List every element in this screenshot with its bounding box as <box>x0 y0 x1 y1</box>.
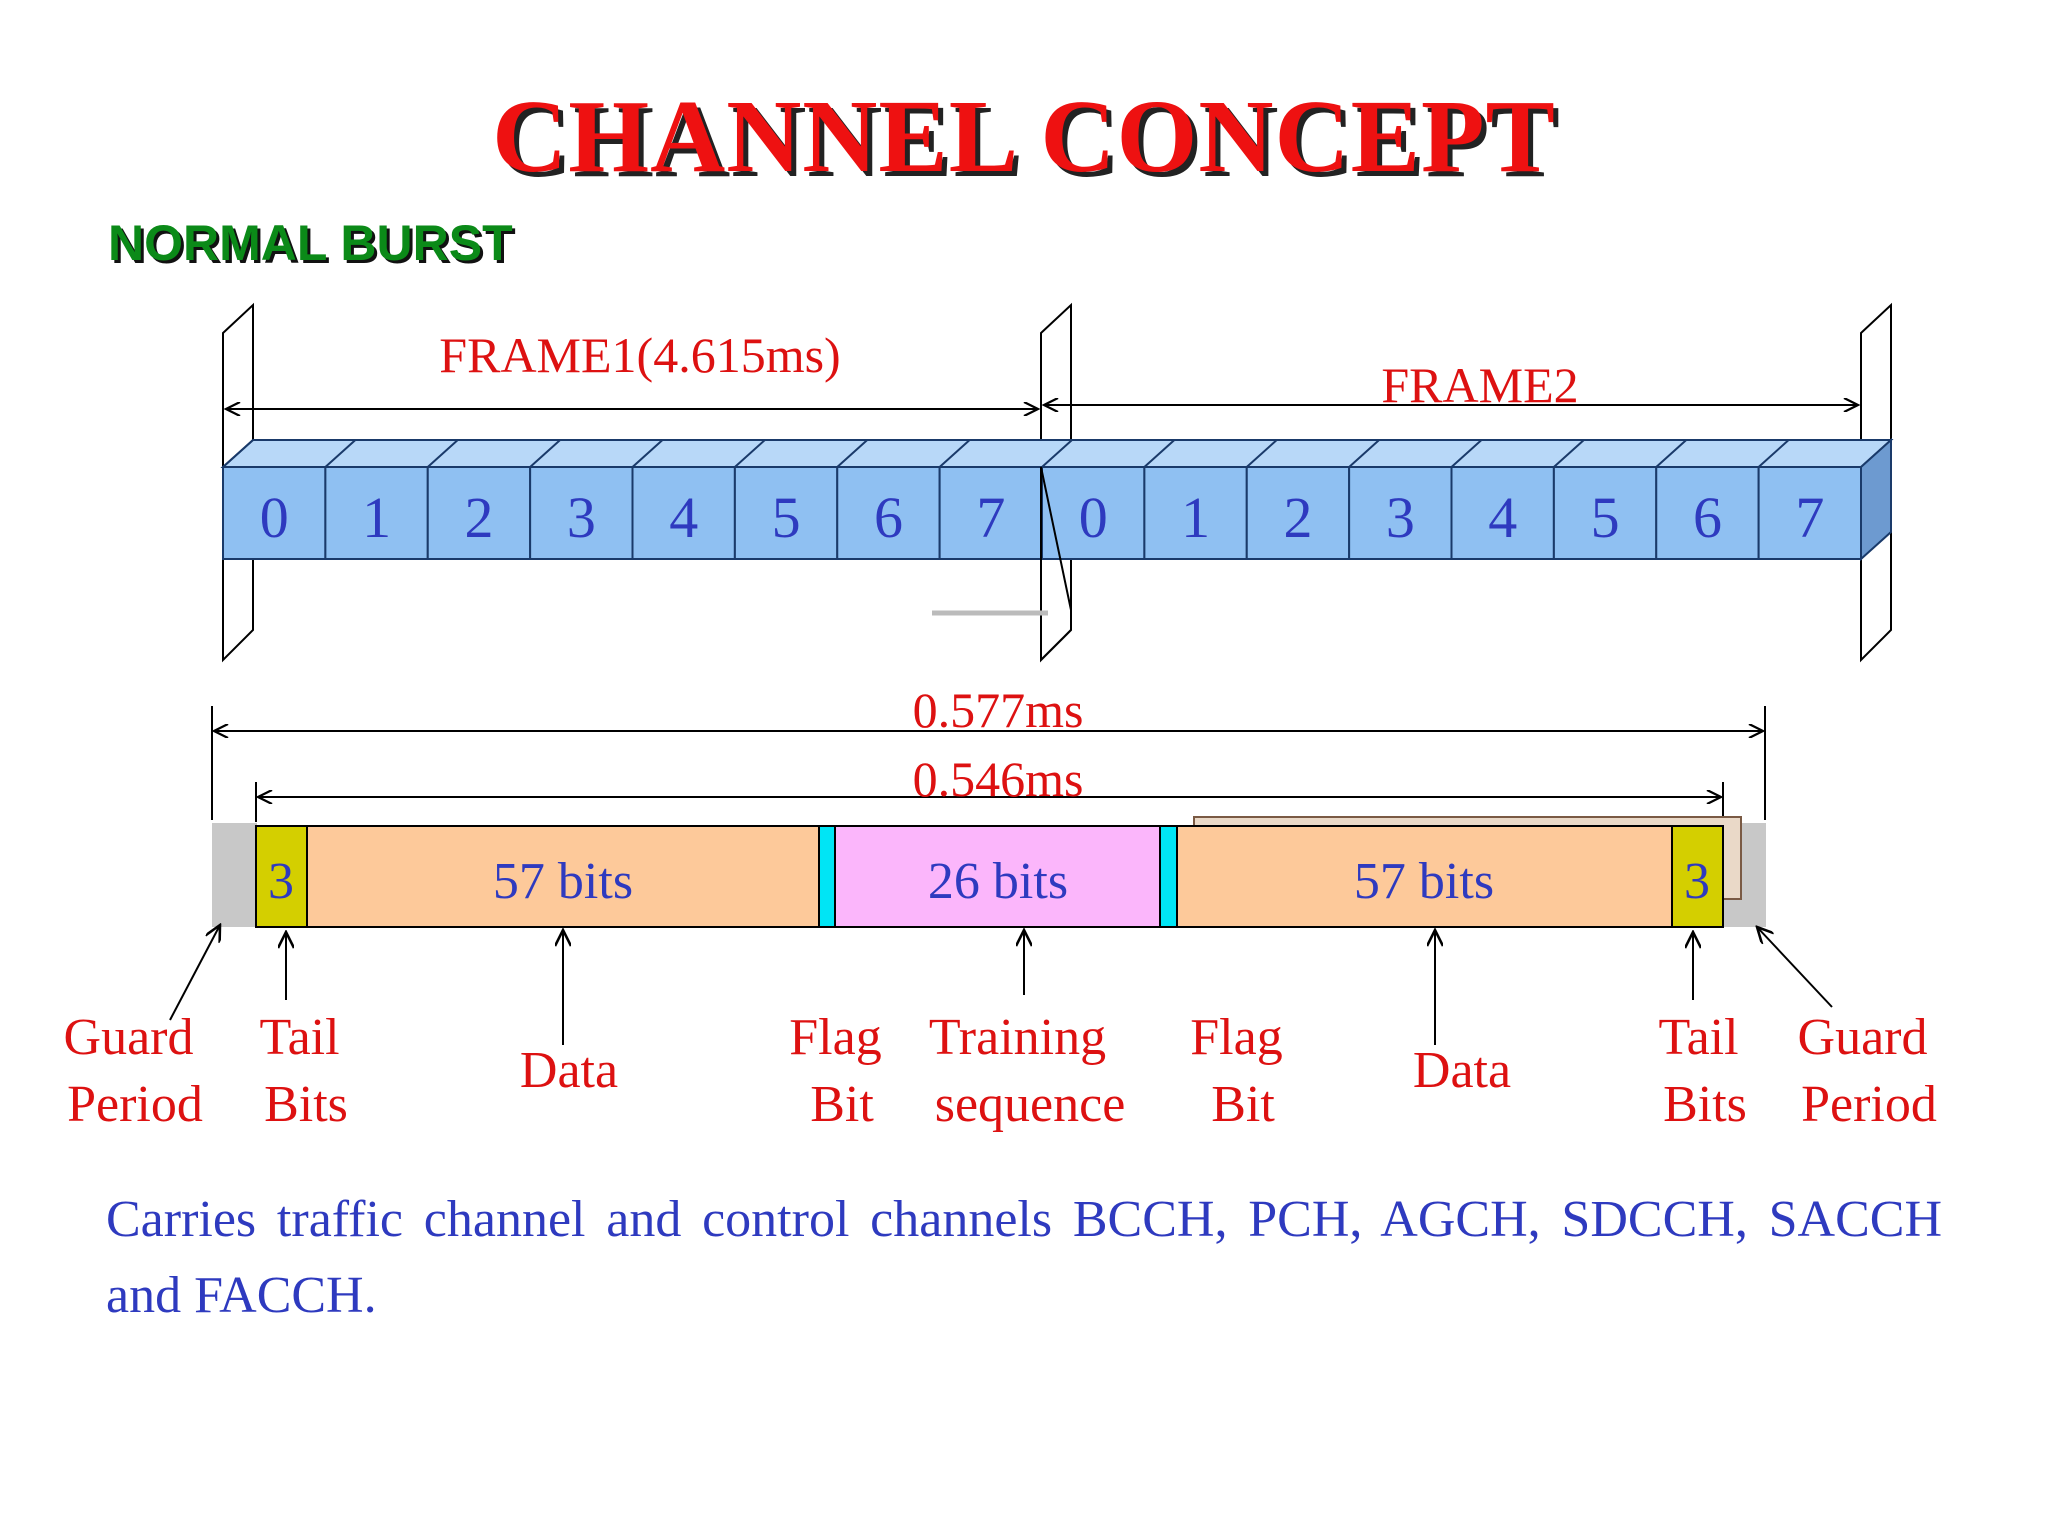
frame-separator-middle-front <box>1040 466 1072 663</box>
slot-frame2-5: 5 <box>1552 439 1658 560</box>
description-text: Carries traffic channel and control chan… <box>106 1191 1942 1324</box>
flag-bit-left-label: Flag Bit <box>789 1009 894 1133</box>
frame2-label: FRAME2 <box>1381 357 1578 413</box>
slot-edge <box>324 439 357 468</box>
slot-box <box>529 466 634 560</box>
slot-box <box>426 466 532 560</box>
data-field-left <box>306 825 820 928</box>
slot-frame2-7: 7 <box>1757 439 1862 560</box>
guard-period-left-label: Guard Period <box>64 1009 207 1133</box>
slot-edge <box>1450 439 1483 468</box>
guard-period-right-label: Guard Period <box>1798 1009 1941 1133</box>
slot-edge <box>529 439 561 468</box>
slot-number: 1 <box>1181 485 1210 550</box>
slot-box <box>1245 466 1351 560</box>
slot-number: 4 <box>1488 485 1517 550</box>
tail-bits-left <box>255 825 308 928</box>
slot-edge <box>427 439 459 468</box>
slot-edge <box>222 439 254 468</box>
slot-number: 5 <box>772 485 801 550</box>
guard-period-left <box>212 823 257 927</box>
slot-box <box>836 466 941 560</box>
tail-bits-right <box>1671 825 1724 928</box>
pointer-arrows <box>169 925 1833 1045</box>
slot-number: 0 <box>260 485 289 550</box>
frame-slots: 0 1 2 3 4 5 6 7 0 1 2 3 4 5 6 7 <box>222 439 1862 560</box>
useful-duration-label: 0.546ms <box>913 751 1084 807</box>
slot-edge <box>1246 439 1278 468</box>
frame1-label: FRAME1(4.615ms) <box>439 327 840 383</box>
slot-number: 6 <box>1693 485 1722 550</box>
slot-box <box>1041 466 1146 560</box>
data-field-right <box>1176 825 1673 928</box>
slot-edge <box>631 439 664 468</box>
field-labels: Guard Period Tail Bits Data Flag Bit Tra… <box>64 1009 1941 1133</box>
flag-bit-right-label: Flag Bit <box>1190 1009 1295 1133</box>
slot-frame1-5: 5 <box>733 439 839 560</box>
slot-edge <box>1348 439 1380 468</box>
slot-frame1-6: 6 <box>836 439 941 560</box>
section-subtitle: NORMAL BURST <box>108 215 513 271</box>
data-left-value: 57 bits <box>493 853 633 910</box>
slot-frame2-6: 6 <box>1655 439 1760 560</box>
slot-box <box>1348 466 1453 560</box>
slot-number: 2 <box>464 485 493 550</box>
guard-left-pointer <box>169 925 220 1021</box>
flag-bit-left <box>818 825 836 928</box>
slot-number: 1 <box>362 485 391 550</box>
slot-number: 2 <box>1283 485 1312 550</box>
slot-frame1-7: 7 <box>938 439 1043 560</box>
data-left-label: Data <box>520 1042 618 1099</box>
slot-number: 0 <box>1079 485 1108 550</box>
slot-box <box>1552 466 1658 560</box>
slot-box <box>324 466 429 560</box>
training-sequence-label: Training sequence <box>929 1009 1125 1133</box>
slot-frame2-4: 4 <box>1450 439 1555 560</box>
slot-edge <box>734 439 766 468</box>
slot-frame1-1: 1 <box>324 439 429 560</box>
slot-number: 4 <box>669 485 698 550</box>
slot-box <box>1450 466 1555 560</box>
tail-bits-left-label: Tail Bits <box>259 1009 352 1133</box>
slot-edge <box>1143 439 1176 468</box>
slot-edge <box>1757 439 1790 468</box>
slot-edge <box>1655 439 1687 468</box>
slot-edge <box>938 439 971 468</box>
slot-number: 7 <box>976 485 1005 550</box>
slot-number: 3 <box>567 485 596 550</box>
slot-frame2-1: 1 <box>1143 439 1248 560</box>
flag-bit-right <box>1159 825 1178 928</box>
page-title: CHANNEL CONCEPT <box>492 79 1556 194</box>
slot-box <box>1757 466 1862 560</box>
training-field <box>834 825 1161 928</box>
slot-number: 3 <box>1386 485 1415 550</box>
slot-edge <box>1553 439 1585 468</box>
guard-right-pointer <box>1757 927 1833 1008</box>
tail-bits-left-value: 3 <box>268 853 294 910</box>
slot-frame1-4: 4 <box>631 439 736 560</box>
tail-bits-right-value: 3 <box>1684 853 1710 910</box>
slot-frame2-2: 2 <box>1245 439 1351 560</box>
slot-number: 6 <box>874 485 903 550</box>
slot-box <box>938 466 1043 560</box>
slot-frame1-2: 2 <box>426 439 532 560</box>
data-right-label: Data <box>1413 1042 1511 1099</box>
slot-number: 5 <box>1591 485 1620 550</box>
slot-edge <box>1041 439 1073 468</box>
slot-box <box>1143 466 1248 560</box>
tail-bits-right-label: Tail Bits <box>1658 1009 1751 1133</box>
slot-edge <box>836 439 868 468</box>
slot-box <box>1655 466 1760 560</box>
slot-number: 7 <box>1795 485 1824 550</box>
slot-frame2-3: 3 <box>1348 439 1453 560</box>
data-right-value: 57 bits <box>1354 853 1494 910</box>
burst-bar: 3 57 bits 26 bits 57 bits 3 <box>212 816 1766 928</box>
slot-frame2-0: 0 <box>1041 439 1146 560</box>
slot-box <box>733 466 839 560</box>
training-value: 26 bits <box>928 853 1068 910</box>
total-duration-label: 0.577ms <box>913 682 1084 738</box>
slot-frame1-3: 3 <box>529 439 634 560</box>
